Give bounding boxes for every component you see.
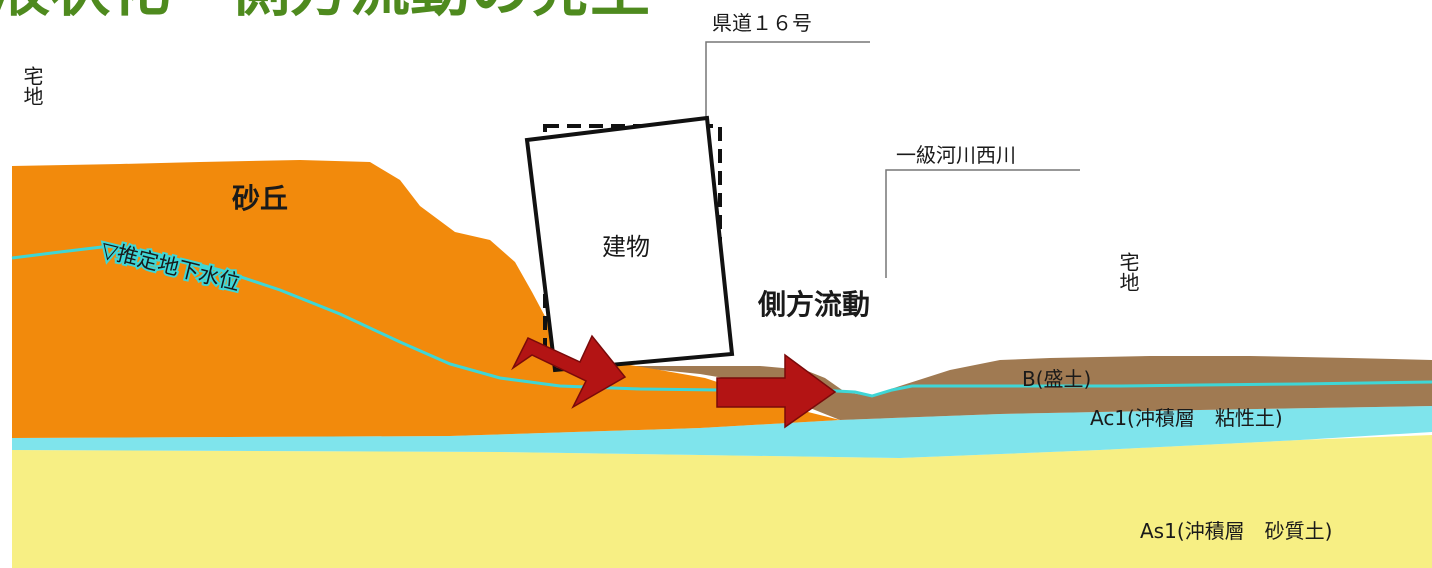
residential-right-label: 宅地 (1116, 252, 1140, 292)
lateral-flow-arrow-2 (716, 353, 837, 429)
fill-layer (620, 356, 1432, 420)
dune-label: 砂丘 (232, 182, 288, 215)
fill-label: B(盛土) (1022, 367, 1091, 391)
sand-layer (12, 435, 1432, 568)
lateral-flow-label: 側方流動 (757, 288, 870, 321)
building-tilted (524, 115, 735, 373)
diagram-title: 液状化・側方流動の発生 (0, 0, 650, 25)
clay-layer (12, 406, 1432, 458)
road-label: 県道１６号 (712, 11, 812, 35)
dune-layer (12, 160, 840, 438)
river-label: 一級河川西川 (896, 143, 1016, 167)
building-label: 建物 (602, 233, 650, 261)
clay-label: Ac1(沖積層 粘性土) (1090, 406, 1283, 430)
river-leader-line (885, 169, 1080, 278)
sand-label: As1(沖積層 砂質土) (1140, 519, 1332, 543)
groundwater-line (11, 244, 1432, 398)
lateral-flow-arrow-1 (511, 334, 627, 409)
road-leader-line (705, 41, 870, 118)
residential-left-label: 宅地 (20, 66, 44, 106)
